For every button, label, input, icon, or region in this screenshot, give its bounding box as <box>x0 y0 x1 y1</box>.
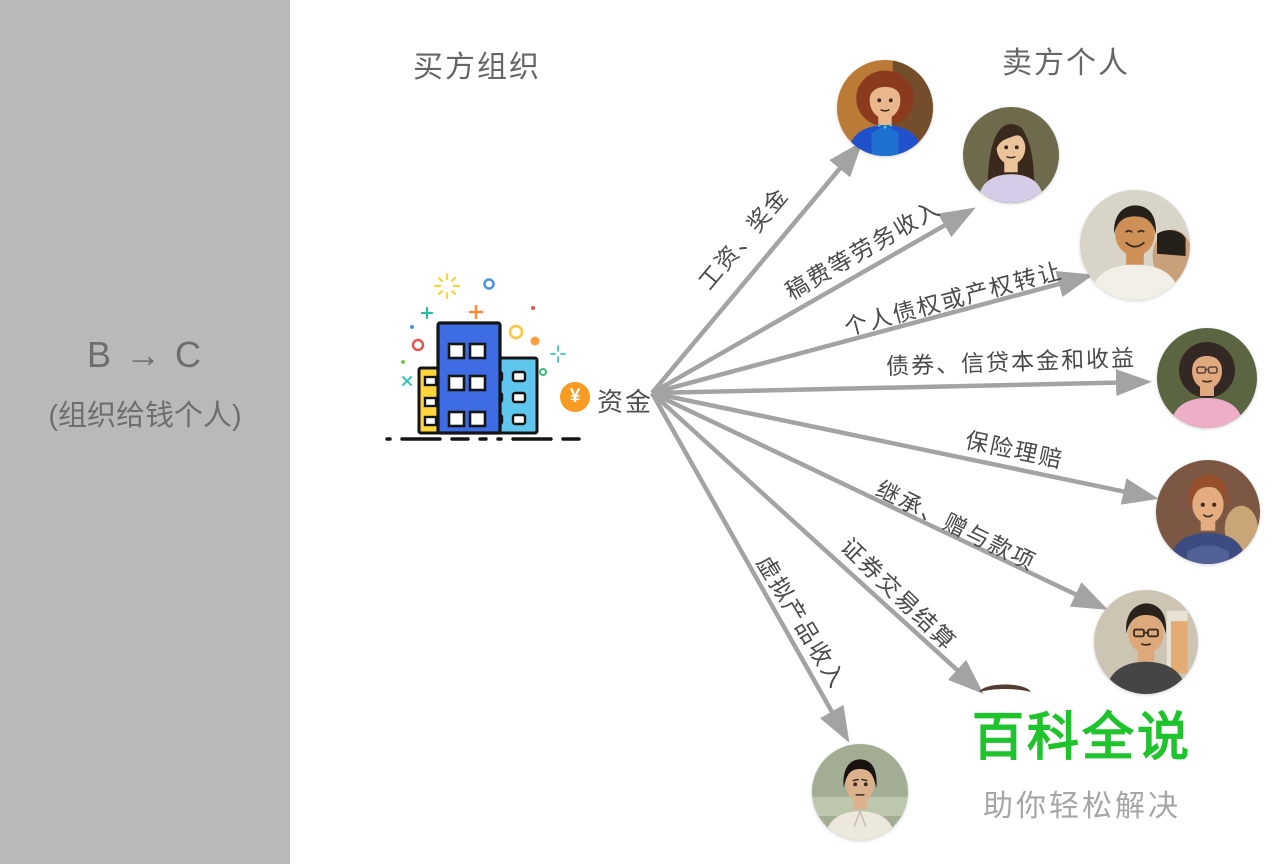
organization-building-illustration <box>385 272 581 441</box>
avatar-man-traditional <box>812 744 908 840</box>
avatar-man-glasses <box>1094 590 1198 694</box>
flow-label-securities-settlement: 证券交易结算 <box>835 532 962 656</box>
avatar-woman-long-hair <box>963 107 1059 203</box>
flow-arrow-8 <box>650 391 850 743</box>
yellow-circle-decor <box>508 324 524 340</box>
sidebar-subtitle: (组织给钱个人) <box>48 400 242 432</box>
yellow-building-windows <box>423 375 438 427</box>
avatar-woman-curly-hair <box>837 60 933 156</box>
avatar-man-smiling <box>1080 190 1190 300</box>
teal-plus-icon <box>420 306 434 320</box>
green-dot-decor <box>401 360 405 364</box>
flow-label-inheritance-gift: 继承、赠与款项 <box>871 475 1041 576</box>
watermark: 百科全说 助你轻松解决 <box>958 709 1206 825</box>
teal-sparkle-icon <box>550 345 566 363</box>
avatar-partial-head <box>979 684 1031 692</box>
orange-dot-decor <box>530 336 540 346</box>
flow-label-virtual-product-income: 虚拟产品收入 <box>751 551 852 694</box>
red-dot-decor <box>531 306 535 310</box>
sidebar-panel: B → C (组织给钱个人) <box>0 0 290 864</box>
funds-label: 资金 <box>597 387 654 417</box>
header-buyer-organization: 买方组织 <box>413 51 541 84</box>
starburst-icon <box>433 272 461 300</box>
header-seller-individual: 卖方个人 <box>1002 47 1130 80</box>
blue-dot-decor <box>410 325 414 329</box>
flow-label-personal-debt-property-transfer: 个人债权或产权转让 <box>841 257 1066 341</box>
flow-label-insurance-claims: 保险理赔 <box>962 426 1067 474</box>
sidebar-title: B → C <box>86 334 203 375</box>
yuan-coin-icon: ¥ <box>560 382 590 412</box>
avatar-woman-short-hair <box>1156 460 1260 564</box>
flow-label-bond-credit-principal: 债券、信贷本金和收益 <box>885 344 1137 380</box>
blue-building-windows <box>447 342 487 428</box>
blue-circle-decor <box>483 278 495 290</box>
red-circle-decor <box>411 338 425 352</box>
green-circle-decor <box>539 368 547 376</box>
flow-arrow-4 <box>651 369 1152 397</box>
avatar-woman-glasses <box>1157 328 1257 428</box>
brand-tagline: 助你轻松解决 <box>983 790 1181 824</box>
teal-x-icon <box>402 376 412 386</box>
plus-icon <box>468 304 484 320</box>
brand-logo-text: 百科全说 <box>971 709 1192 767</box>
